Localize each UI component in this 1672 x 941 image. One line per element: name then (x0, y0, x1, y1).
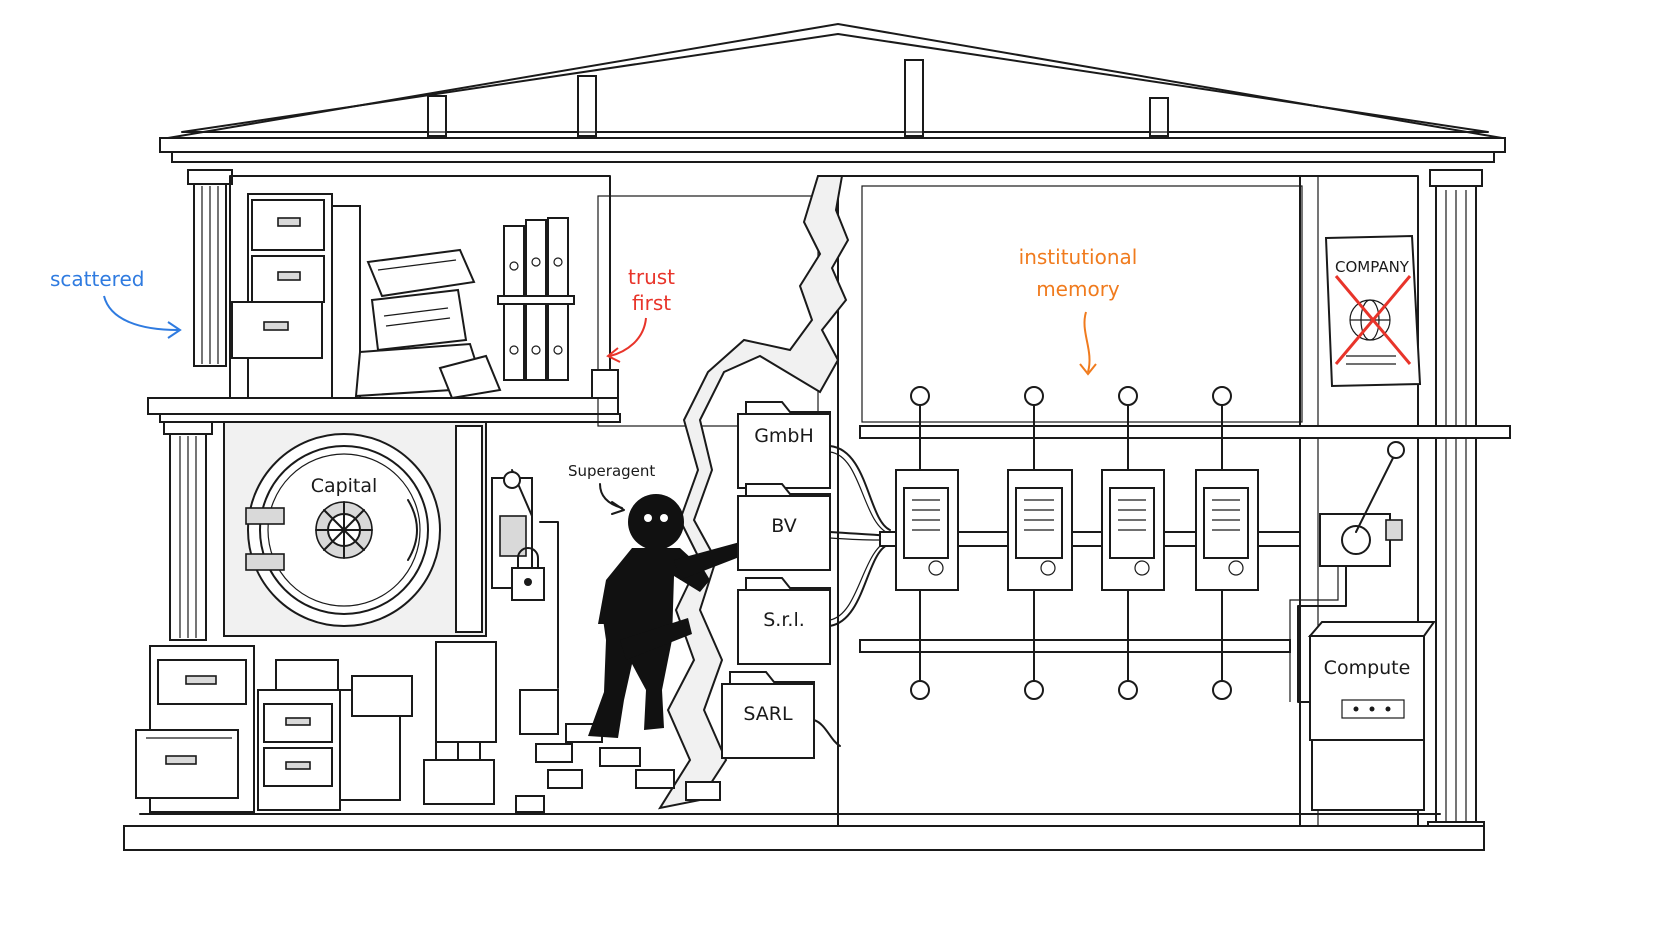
lower-cabinets (135, 641, 497, 813)
entity-label-bv: BV (771, 515, 796, 537)
memory-module-1 (895, 386, 959, 700)
binders-shelf (497, 217, 619, 399)
folder-sarl: SARL (721, 671, 815, 759)
floor-base (123, 813, 1485, 851)
paper-pile (354, 248, 502, 400)
capital-vault: Capital (223, 421, 487, 637)
keyhole-icon (524, 578, 532, 586)
memory-label: memory (1036, 277, 1120, 301)
folder-bv: BV (737, 483, 831, 571)
entity-folders: GmbH BV S.r.l. SARL (721, 401, 831, 759)
annotation-scattered: scattered (50, 267, 182, 339)
memory-module-4 (1195, 386, 1259, 700)
upper-filing-cabinet (231, 193, 361, 399)
compute-label: Compute (1324, 657, 1411, 679)
right-lever-valve (1289, 441, 1405, 703)
superagent-label: Superagent (568, 462, 655, 480)
company-poster: COMPANY (1324, 234, 1422, 388)
upper-shelf (147, 175, 819, 427)
compute-box: Compute (1307, 621, 1436, 811)
first-label: first (632, 291, 671, 315)
entity-label-sarl: SARL (743, 703, 793, 725)
memory-modules (895, 386, 1259, 700)
annotation-superagent: Superagent (568, 462, 655, 515)
entity-label-srl: S.r.l. (763, 609, 805, 631)
left-column-lower (163, 419, 213, 641)
memory-module-3 (1101, 386, 1165, 700)
trust-label: trust (628, 265, 675, 289)
memory-module-2 (1007, 386, 1073, 700)
annotation-trust-first: trust first (606, 265, 675, 363)
vault-label: Capital (311, 475, 378, 497)
right-column (1427, 169, 1485, 841)
annotation-institutional-memory: institutional memory (1019, 245, 1138, 376)
lever-lock (491, 469, 559, 735)
folder-srl: S.r.l. (737, 577, 831, 665)
institutional-label: institutional (1019, 245, 1138, 269)
superagent-figure (588, 494, 742, 738)
left-column-upper (187, 169, 233, 367)
folder-gmbh: GmbH (737, 401, 831, 489)
roof (159, 22, 1506, 163)
entity-label-gmbh: GmbH (754, 425, 814, 447)
scattered-label: scattered (50, 267, 144, 291)
crumbled-wall (515, 175, 850, 813)
poster-label: COMPANY (1335, 258, 1410, 276)
